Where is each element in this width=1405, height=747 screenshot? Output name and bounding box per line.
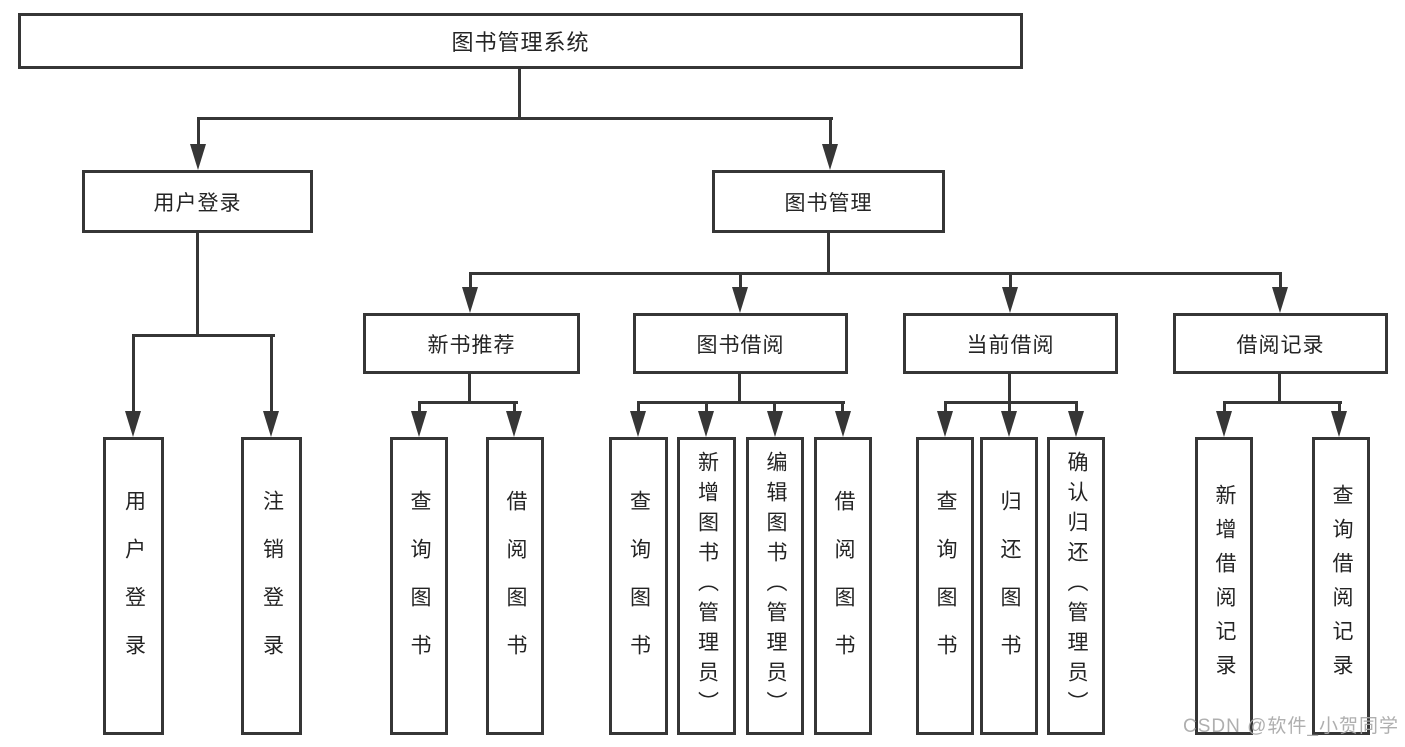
leaf-return-books: 归还图书 [980, 437, 1038, 735]
leaf-confirm-return-admin: 确认归还（管理员） [1047, 437, 1105, 735]
connector-line [739, 272, 742, 292]
leaf-add-borrow-record: 新增借阅记录 [1195, 437, 1253, 735]
connector-line [270, 334, 273, 416]
connector-line [197, 117, 833, 120]
arrow-down-icon [937, 411, 953, 437]
node-user-login-branch: 用户登录 [82, 170, 313, 233]
arrow-down-icon [1002, 287, 1018, 313]
connector-line [773, 401, 776, 419]
leaf-add-books-admin: 新增图书（管理员） [677, 437, 736, 735]
leaf-borrow-books: 借阅图书 [814, 437, 872, 735]
leaf-query-books-recommend: 查询图书 [390, 437, 448, 735]
connector-line [513, 401, 516, 419]
leaf-query-books-current: 查询图书 [916, 437, 974, 735]
node-label: 当前借阅 [966, 333, 1055, 357]
arrow-down-icon [1331, 411, 1347, 437]
arrow-down-icon [698, 411, 714, 437]
leaf-query-books-borrowing: 查询图书 [609, 437, 668, 735]
connector-line [637, 401, 845, 404]
connector-line [468, 372, 471, 404]
connector-line [469, 272, 472, 292]
node-label: 用户登录 [153, 191, 242, 215]
arrow-down-icon [767, 411, 783, 437]
arrow-down-icon [822, 144, 838, 170]
arrow-down-icon [506, 411, 522, 437]
leaf-label: 编辑图书（管理员） [764, 451, 787, 721]
connector-line [518, 66, 521, 119]
leaf-label: 注销登录 [260, 490, 284, 682]
node-root-label: 图书管理系统 [451, 30, 590, 55]
leaf-label: 归还图书 [998, 490, 1021, 682]
connector-line [944, 401, 947, 419]
leaf-edit-books-admin: 编辑图书（管理员） [746, 437, 804, 735]
connector-line [827, 230, 830, 275]
csdn-watermark: CSDN @软件_小贺同学 [1183, 716, 1399, 737]
connector-line [829, 117, 832, 150]
arrow-down-icon [263, 411, 279, 437]
leaf-label: 确认归还（管理员） [1065, 451, 1088, 721]
connector-line [197, 117, 200, 150]
node-root: 图书管理系统 [18, 13, 1023, 69]
node-borrowing-records: 借阅记录 [1173, 313, 1388, 374]
leaf-label: 借阅图书 [504, 490, 527, 682]
arrow-down-icon [1068, 411, 1084, 437]
arrow-down-icon [835, 411, 851, 437]
leaf-user-login: 用户登录 [103, 437, 164, 735]
arrow-down-icon [732, 287, 748, 313]
arrow-down-icon [630, 411, 646, 437]
connector-line [132, 334, 275, 337]
node-label: 图书管理 [784, 191, 873, 215]
arrow-down-icon [1001, 411, 1017, 437]
arrow-down-icon [411, 411, 427, 437]
leaf-label: 查询借阅记录 [1330, 484, 1353, 688]
node-label: 图书借阅 [696, 333, 785, 357]
connector-line [132, 334, 135, 416]
leaf-label: 查询图书 [408, 490, 431, 682]
connector-line [1279, 272, 1282, 292]
arrow-down-icon [125, 411, 141, 437]
node-current-borrowing: 当前借阅 [903, 313, 1118, 374]
arrow-down-icon [1216, 411, 1232, 437]
node-new-book-recommendation: 新书推荐 [363, 313, 580, 374]
node-label: 借阅记录 [1236, 333, 1325, 357]
leaf-label: 新增图书（管理员） [695, 451, 719, 721]
connector-line [469, 272, 1282, 275]
arrow-down-icon [190, 144, 206, 170]
connector-line [1223, 401, 1342, 404]
leaf-query-borrow-record: 查询借阅记录 [1312, 437, 1370, 735]
connector-line [705, 401, 708, 419]
connector-line [418, 401, 421, 419]
connector-line [738, 372, 741, 404]
node-label: 新书推荐 [427, 333, 516, 357]
connector-line [1075, 401, 1078, 419]
connector-line [1338, 401, 1341, 419]
leaf-logout: 注销登录 [241, 437, 302, 735]
connector-line [418, 401, 518, 404]
connector-line [1278, 372, 1281, 404]
connector-line [841, 401, 844, 419]
connector-line [1223, 401, 1226, 419]
connector-line [637, 401, 640, 419]
leaf-label: 查询图书 [627, 490, 651, 682]
arrow-down-icon [462, 287, 478, 313]
node-book-borrowing: 图书借阅 [633, 313, 848, 374]
node-book-management-branch: 图书管理 [712, 170, 945, 233]
arrow-down-icon [1272, 287, 1288, 313]
connector-line [1009, 272, 1012, 292]
leaf-borrow-books-recommend: 借阅图书 [486, 437, 544, 735]
connector-line [1008, 372, 1011, 404]
leaf-label: 查询图书 [934, 490, 957, 682]
leaf-label: 新增借阅记录 [1213, 484, 1236, 688]
leaf-label: 借阅图书 [832, 490, 855, 682]
connector-line [944, 401, 1078, 404]
connector-line [1008, 401, 1011, 419]
connector-line [196, 230, 199, 337]
leaf-label: 用户登录 [122, 490, 146, 682]
